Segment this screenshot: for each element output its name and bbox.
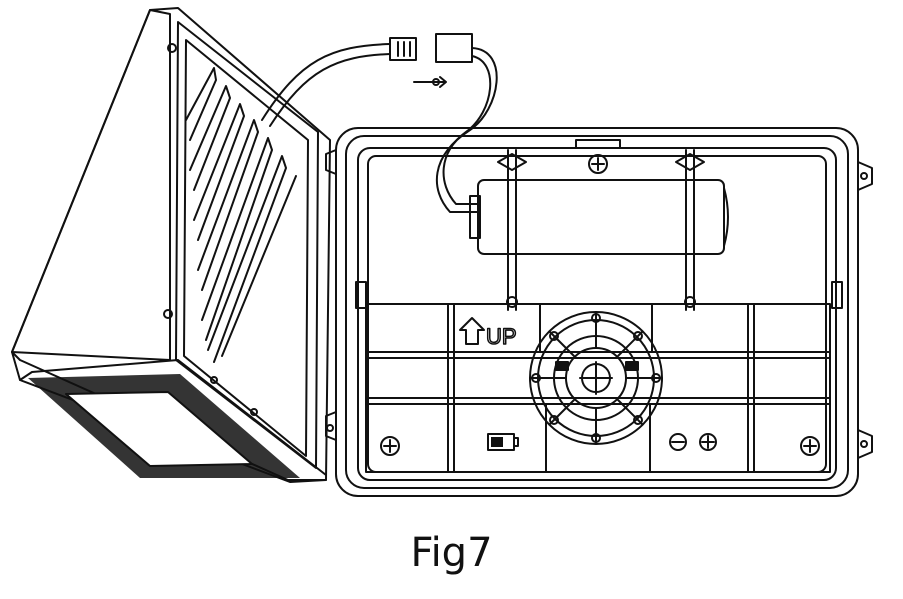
corner-screw-left-icon: [381, 437, 399, 455]
lid-ribs: [186, 68, 296, 362]
battery-icon: [488, 434, 518, 450]
cable-assembly: [262, 34, 497, 212]
cable-to-lid: [262, 44, 390, 120]
open-lid: [12, 8, 330, 482]
corner-screw-right-icon: [801, 437, 819, 455]
connector-plug: [390, 38, 416, 60]
battery-cylinder: [470, 180, 728, 254]
plus-icon: [700, 434, 716, 450]
control-dial: [530, 312, 662, 444]
minus-icon: [670, 434, 686, 450]
lid-hinge-bottom: [164, 310, 172, 318]
lid-hinge-top: [168, 44, 176, 52]
figure-caption: Fig7: [410, 530, 493, 576]
connector-socket: [436, 34, 472, 62]
mount-tab-left: [326, 150, 336, 174]
mount-tab-top-right: [858, 162, 872, 190]
main-housing: UP: [326, 128, 872, 496]
cylinder-straps: [498, 150, 704, 310]
control-panel: [366, 304, 830, 472]
side-latch-left: [356, 282, 366, 308]
connect-arrow: [414, 77, 446, 87]
up-arrow-icon: [460, 318, 484, 344]
lid-vent-grille: [28, 374, 300, 478]
top-screw-icon: [589, 155, 607, 173]
mount-tab-bottom-right: [858, 430, 872, 458]
housing-outer: [336, 128, 858, 496]
lid-inner-tray: [176, 22, 318, 468]
up-label: UP: [486, 324, 517, 349]
side-latch-right: [832, 282, 842, 308]
lid-left-face: [12, 10, 170, 360]
